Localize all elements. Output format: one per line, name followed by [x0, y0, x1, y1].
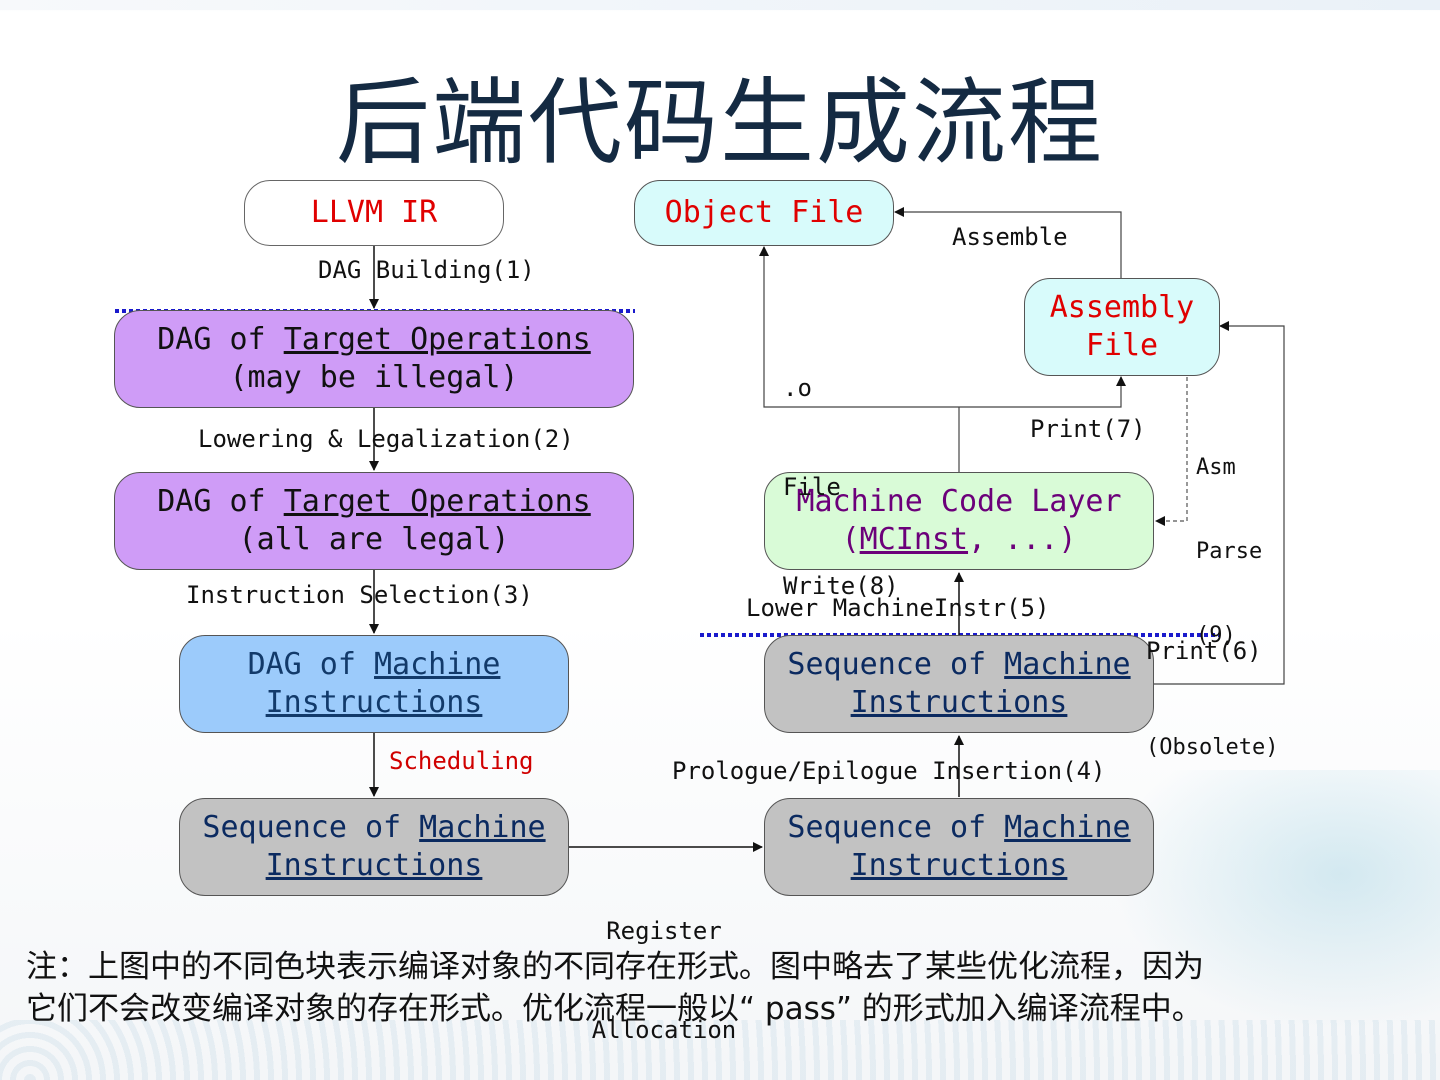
label-lower-machineinstr: Lower MachineInstr(5) — [746, 594, 1050, 622]
o-file-write-line1: .o — [783, 374, 812, 402]
dag-target-illegal-prefix: DAG of — [157, 322, 284, 357]
label-asm-parse: Asm Parse (9) — [1196, 398, 1262, 678]
label-prologue-epilogue: Prologue/Epilogue Insertion(4) — [672, 757, 1106, 785]
label-print6: Print(6) (Obsolete) — [1146, 569, 1278, 795]
machine-link[interactable]: Machine — [419, 810, 546, 845]
dag-target-legal-prefix: DAG of — [157, 484, 284, 519]
asm-parse-line1: Asm — [1196, 455, 1236, 480]
arrow-print6 — [1154, 321, 1285, 685]
footnote-line2: 它们不会改变编译对象的存在形式。优化流程一般以“ pass” 的形式加入编译流程… — [26, 991, 1203, 1027]
instructions-link[interactable]: Instructions — [850, 685, 1068, 720]
mcinst-link[interactable]: MCInst — [859, 522, 969, 557]
dag-machine-prefix: DAG of — [247, 647, 374, 682]
machine-link[interactable]: Machine — [1004, 647, 1131, 682]
node-dag-machine-instructions: DAG of Machine Instructions — [179, 635, 569, 733]
instructions-link[interactable]: Instructions — [265, 848, 483, 883]
register-allocation-line1: Register — [606, 917, 722, 945]
dag-target-illegal-line1: DAG of Target Operations — [157, 321, 590, 359]
node-llvm-ir-label: LLVM IR — [310, 195, 438, 230]
label-o-file-write: .o File Write(8) — [783, 306, 899, 636]
node-seq-machine-left: Sequence of Machine Instructions — [179, 798, 569, 896]
print6-line1: Print(6) — [1146, 637, 1262, 665]
node-llvm-ir: LLVM IR — [244, 180, 504, 246]
node-object-file: Object File — [634, 180, 894, 246]
seq-left-line1: Sequence of Machine — [202, 809, 545, 847]
decorative-cloud-pattern — [1110, 770, 1440, 1030]
label-assemble: Assemble — [952, 223, 1068, 251]
assembly-file-line1: Assembly — [1049, 290, 1195, 325]
label-instruction-selection: Instruction Selection(3) — [186, 581, 533, 609]
seq-top-line1: Sequence of Machine — [787, 646, 1130, 684]
mc-layer-suffix: , ...) — [968, 522, 1077, 557]
footnote-line1: 注：上图中的不同色块表示编译对象的不同存在形式。图中略去了某些优化流程，因为 — [26, 949, 1204, 985]
label-register-allocation: Register Allocation — [584, 849, 744, 1080]
mc-layer-line2: (MCInst, ...) — [842, 521, 1077, 559]
machine-link[interactable]: Machine — [1004, 810, 1131, 845]
node-dag-target-legal: DAG of Target Operations (all are legal) — [114, 472, 634, 570]
label-dag-building: DAG Building(1) — [318, 256, 535, 284]
mc-layer-line1: Machine Code Layer — [796, 484, 1122, 519]
asm-parse-line2: Parse — [1196, 539, 1263, 564]
seq-mid-line1: Sequence of Machine — [787, 809, 1130, 847]
footnote: 注：上图中的不同色块表示编译对象的不同存在形式。图中略去了某些优化流程，因为 它… — [26, 946, 1426, 1030]
arrow-assemble — [894, 207, 1122, 278]
target-operations-link[interactable]: Target Operations — [283, 484, 591, 519]
slide-title: 后端代码生成流程 — [335, 69, 1104, 178]
arrow-print7 — [959, 376, 1126, 408]
dag-target-illegal-line2: (may be illegal) — [229, 360, 519, 395]
top-accent-bar — [0, 0, 1440, 10]
seq-left-prefix: Sequence of — [202, 810, 420, 845]
o-file-write-line2: File — [783, 473, 841, 501]
asm-parse-line3: (9) — [1196, 623, 1236, 648]
dag-machine-line1: DAG of Machine — [248, 646, 501, 684]
print6-line2: (Obsolete) — [1146, 735, 1279, 760]
target-operations-link[interactable]: Target Operations — [283, 322, 591, 357]
decorative-wave-pattern — [0, 1020, 1440, 1080]
assembly-file-line2: File — [1085, 328, 1159, 363]
node-dag-target-illegal: DAG of Target Operations (may be illegal… — [114, 310, 634, 408]
arrow-o-file-write — [759, 246, 959, 408]
instructions-link[interactable]: Instructions — [265, 685, 483, 720]
node-object-file-label: Object File — [664, 195, 864, 230]
arrow-asm-parse — [1155, 377, 1188, 526]
node-assembly-file: Assembly File — [1024, 278, 1220, 376]
label-scheduling: Scheduling — [389, 747, 534, 775]
label-lowering-legalization: Lowering & Legalization(2) — [198, 425, 574, 453]
mc-layer-paren-open: ( — [841, 522, 860, 557]
label-print7: Print(7) — [1030, 415, 1146, 443]
node-seq-machine-bottom-right: Sequence of Machine Instructions — [764, 798, 1154, 896]
machine-link[interactable]: Machine — [374, 647, 501, 682]
dag-target-legal-line1: DAG of Target Operations — [157, 483, 590, 521]
o-file-write-line3: Write(8) — [783, 572, 899, 600]
instructions-link[interactable]: Instructions — [850, 848, 1068, 883]
seq-top-prefix: Sequence of — [787, 647, 1005, 682]
node-seq-machine-top-right: Sequence of Machine Instructions — [764, 635, 1154, 733]
register-allocation-line2: Allocation — [591, 1016, 737, 1044]
dag-target-legal-line2: (all are legal) — [238, 522, 510, 557]
seq-mid-prefix: Sequence of — [787, 810, 1005, 845]
node-machine-code-layer: Machine Code Layer (MCInst, ...) — [764, 472, 1154, 570]
